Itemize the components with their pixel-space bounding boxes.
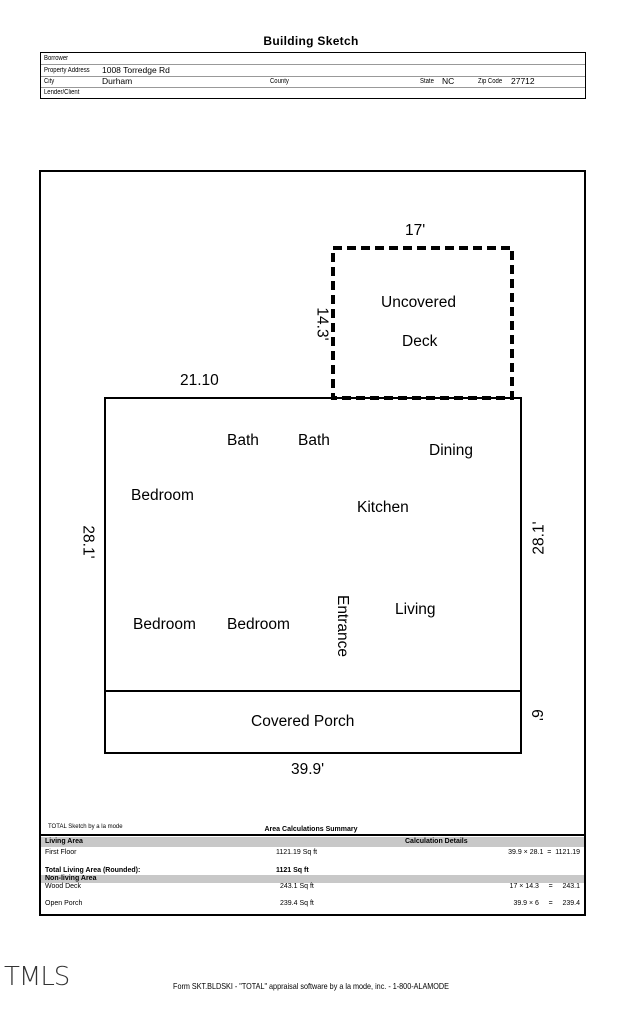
room-label-entrance: Entrance — [334, 594, 352, 658]
page-title: Building Sketch — [263, 34, 359, 48]
summary-divider — [41, 834, 584, 836]
state-label: State — [420, 78, 434, 85]
dim-house-left: 28.1' — [79, 525, 97, 559]
city-label: City — [44, 78, 55, 85]
total-living-row: Total Living Area (Rounded): 1121 Sq ft — [41, 866, 584, 875]
lender-row: Lender/Client — [41, 87, 585, 98]
first-floor-area: 1121.19 Sq ft — [276, 849, 318, 856]
dim-deck-top: 17' — [405, 222, 426, 239]
sketch-frame — [39, 170, 586, 916]
room-label-deck: Deck — [402, 333, 438, 350]
dim-porch-right: 6' — [527, 709, 545, 721]
address-label: Property Address — [44, 67, 90, 74]
first-floor-calc: 39.9 × 28.1 = 1121.19 — [508, 849, 580, 856]
county-label: County — [270, 78, 289, 85]
open-porch-calc: 39.9 × 6 = 239.4 — [513, 900, 580, 907]
tmls-logo: TMLS — [4, 962, 70, 992]
dim-house-right: 28.1' — [530, 521, 548, 555]
living-area-header-row: Living Area Calculation Details — [41, 837, 584, 847]
wood-deck-label: Wood Deck — [45, 883, 82, 890]
address-value: 1008 Torredge Rd — [102, 65, 170, 75]
total-living-value: 1121 Sq ft — [276, 867, 309, 874]
non-living-header-row: Non-living Area — [41, 875, 584, 883]
summary-title: Area Calculations Summary — [264, 826, 358, 833]
calc-details-label: Calculation Details — [405, 838, 468, 845]
total-living-label: Total Living Area (Rounded): — [45, 867, 141, 874]
room-label-bedroom-2: Bedroom — [133, 616, 196, 633]
room-label-bath-1: Bath — [227, 432, 259, 449]
form-footer: Form SKT.BLDSKI - "TOTAL" appraisal soft… — [173, 981, 449, 991]
state-value: NC — [442, 76, 455, 86]
room-label-kitchen: Kitchen — [357, 499, 409, 516]
city-row: City Durham County State NC Zip Code 277… — [41, 76, 585, 88]
wood-deck-area: 243.1 Sq ft — [280, 883, 314, 890]
first-floor-label: First Floor — [45, 849, 77, 856]
open-porch-area: 239.4 Sq ft — [280, 900, 314, 907]
dim-house-bottom: 39.9' — [291, 761, 325, 778]
room-label-dining: Dining — [429, 442, 473, 459]
dim-house-top: 21.10 — [180, 372, 219, 389]
wood-deck-row: Wood Deck 243.1 Sq ft 17 × 14.3 = 243.1 — [41, 882, 584, 892]
room-label-bedroom-3: Bedroom — [227, 616, 290, 633]
room-label-uncovered: Uncovered — [381, 294, 456, 311]
room-label-bedroom-1: Bedroom — [131, 487, 194, 504]
room-label-bath-2: Bath — [298, 432, 330, 449]
dim-deck-left: 14.3' — [313, 307, 331, 341]
room-label-living: Living — [395, 601, 436, 618]
first-floor-row: First Floor 1121.19 Sq ft 39.9 × 28.1 = … — [41, 848, 584, 858]
non-living-label: Non-living Area — [45, 875, 97, 882]
deck-outline — [331, 246, 514, 400]
borrower-label: Borrower — [44, 55, 69, 62]
property-info-table: Borrower Property Address 1008 Torredge … — [40, 52, 586, 99]
living-area-label: Living Area — [45, 838, 83, 845]
open-porch-label: Open Porch — [45, 900, 83, 907]
zip-value: 27712 — [511, 76, 535, 86]
sketch-caption: TOTAL Sketch by a la mode — [48, 824, 123, 830]
borrower-row: Borrower — [41, 53, 585, 65]
porch-outline — [104, 690, 522, 754]
open-porch-row: Open Porch 239.4 Sq ft 39.9 × 6 = 239.4 — [41, 899, 584, 909]
room-label-covered-porch: Covered Porch — [251, 713, 355, 730]
wood-deck-calc: 17 × 14.3 = 243.1 — [509, 883, 580, 890]
city-value: Durham — [102, 76, 133, 86]
address-row: Property Address 1008 Torredge Rd — [41, 65, 585, 77]
lender-label: Lender/Client — [44, 89, 80, 96]
zip-label: Zip Code — [478, 78, 503, 85]
